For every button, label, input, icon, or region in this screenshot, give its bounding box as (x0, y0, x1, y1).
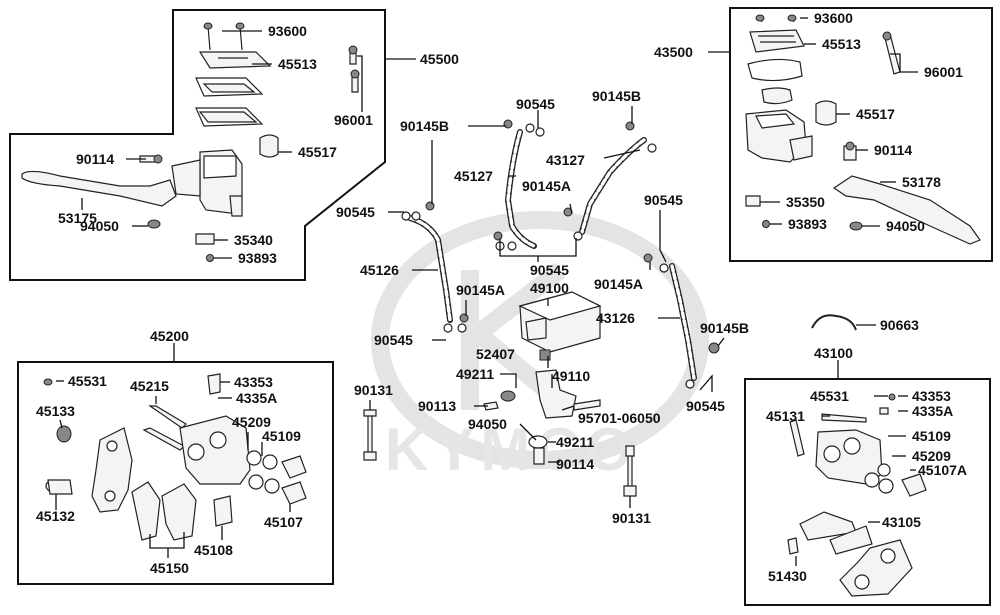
label-94050-front: 94050 (80, 218, 119, 234)
label-43353-rear: 43353 (912, 388, 951, 404)
label-4335A-rear: 4335A (912, 403, 953, 419)
label-45200: 45200 (150, 328, 189, 344)
label-45127: 45127 (454, 168, 493, 184)
label-96001-rear: 96001 (924, 64, 963, 80)
box-rear-master-cylinder-assembly (729, 7, 993, 262)
label-35340: 35340 (234, 232, 273, 248)
label-45517-front: 45517 (298, 144, 337, 160)
rear-master-cylinder-parts (745, 14, 981, 245)
label-90113: 90113 (418, 398, 456, 414)
label-90114-front: 90114 (76, 151, 114, 167)
label-93600-rear: 93600 (814, 10, 853, 26)
label-90114-center: 90114 (556, 456, 594, 472)
label-49110: 49110 (552, 368, 590, 384)
label-45150: 45150 (150, 560, 189, 576)
label-43353-front: 43353 (234, 374, 273, 390)
label-43105: 43105 (882, 514, 921, 530)
label-53178: 53178 (902, 174, 941, 190)
abs-modulator (363, 291, 637, 497)
label-90545-top: 90545 (516, 96, 555, 112)
label-43127: 43127 (546, 152, 585, 168)
rear-caliper-parts (787, 393, 927, 597)
label-90663: 90663 (880, 317, 919, 333)
label-45107: 45107 (264, 514, 303, 530)
label-95701-06050: 95701-06050 (578, 410, 661, 426)
front-master-cylinder-parts (21, 22, 360, 262)
label-90545-lower-left: 90545 (374, 332, 413, 348)
label-45531-rear: 45531 (810, 388, 849, 404)
label-45517-rear: 45517 (856, 106, 895, 122)
label-90145A-left: 90145A (456, 282, 505, 298)
label-45209-front: 45209 (232, 414, 271, 430)
label-45513-front: 45513 (278, 56, 317, 72)
label-90145A-right: 90145A (594, 276, 643, 292)
label-90545-right: 90545 (644, 192, 683, 208)
label-45109-rear: 45109 (912, 428, 951, 444)
label-43100: 43100 (814, 345, 853, 361)
label-43500: 43500 (654, 44, 693, 60)
label-51430: 51430 (768, 568, 807, 584)
label-45531-front: 45531 (68, 373, 107, 389)
label-93893-rear: 93893 (788, 216, 827, 232)
label-90545-center: 90545 (530, 262, 569, 278)
label-49211-upper: 49211 (456, 366, 494, 382)
label-45126: 45126 (360, 262, 399, 278)
label-90114-rear: 90114 (874, 142, 912, 158)
label-90131-left: 90131 (354, 382, 393, 398)
box-front-master-cylinder-assembly (9, 9, 386, 281)
label-45133: 45133 (36, 403, 75, 419)
leader-lines (55, 17, 918, 566)
label-94050-center: 94050 (468, 416, 507, 432)
label-45131: 45131 (766, 408, 805, 424)
label-43126: 43126 (596, 310, 635, 326)
label-4335A-front: 4335A (236, 390, 277, 406)
label-49100: 49100 (530, 280, 569, 296)
label-45132: 45132 (36, 508, 75, 524)
label-90145B-left: 90145B (400, 118, 449, 134)
label-45500: 45500 (420, 51, 459, 67)
label-90145B-lower: 90145B (700, 320, 749, 336)
label-45513-rear: 45513 (822, 36, 861, 52)
label-90145B-right: 90145B (592, 88, 641, 104)
label-49211-lower: 49211 (556, 434, 594, 450)
label-96001-front: 96001 (334, 112, 373, 128)
part-number-labels: 93600 45513 96001 45500 45517 90114 5317… (36, 10, 967, 584)
label-93600-front: 93600 (268, 23, 307, 39)
label-45209-rear: 45209 (912, 448, 951, 464)
box-front-caliper-assembly (17, 361, 334, 585)
label-53175: 53175 (58, 210, 97, 226)
label-35350: 35350 (786, 194, 825, 210)
label-45215: 45215 (130, 378, 169, 394)
label-93893-front: 93893 (238, 250, 277, 266)
label-90545-lower-right: 90545 (686, 398, 725, 414)
label-45109-front: 45109 (262, 428, 301, 444)
label-90145A-upper: 90145A (522, 178, 571, 194)
label-52407: 52407 (476, 346, 515, 362)
label-90545-left: 90545 (336, 204, 375, 220)
label-45108: 45108 (194, 542, 233, 558)
watermark-brand: KYMCO (385, 416, 638, 483)
box-rear-caliper-assembly (744, 378, 991, 606)
label-90131-right: 90131 (612, 510, 651, 526)
front-caliper-parts (43, 373, 307, 541)
label-45107A: 45107A (918, 462, 967, 478)
label-94050-rear: 94050 (886, 218, 925, 234)
